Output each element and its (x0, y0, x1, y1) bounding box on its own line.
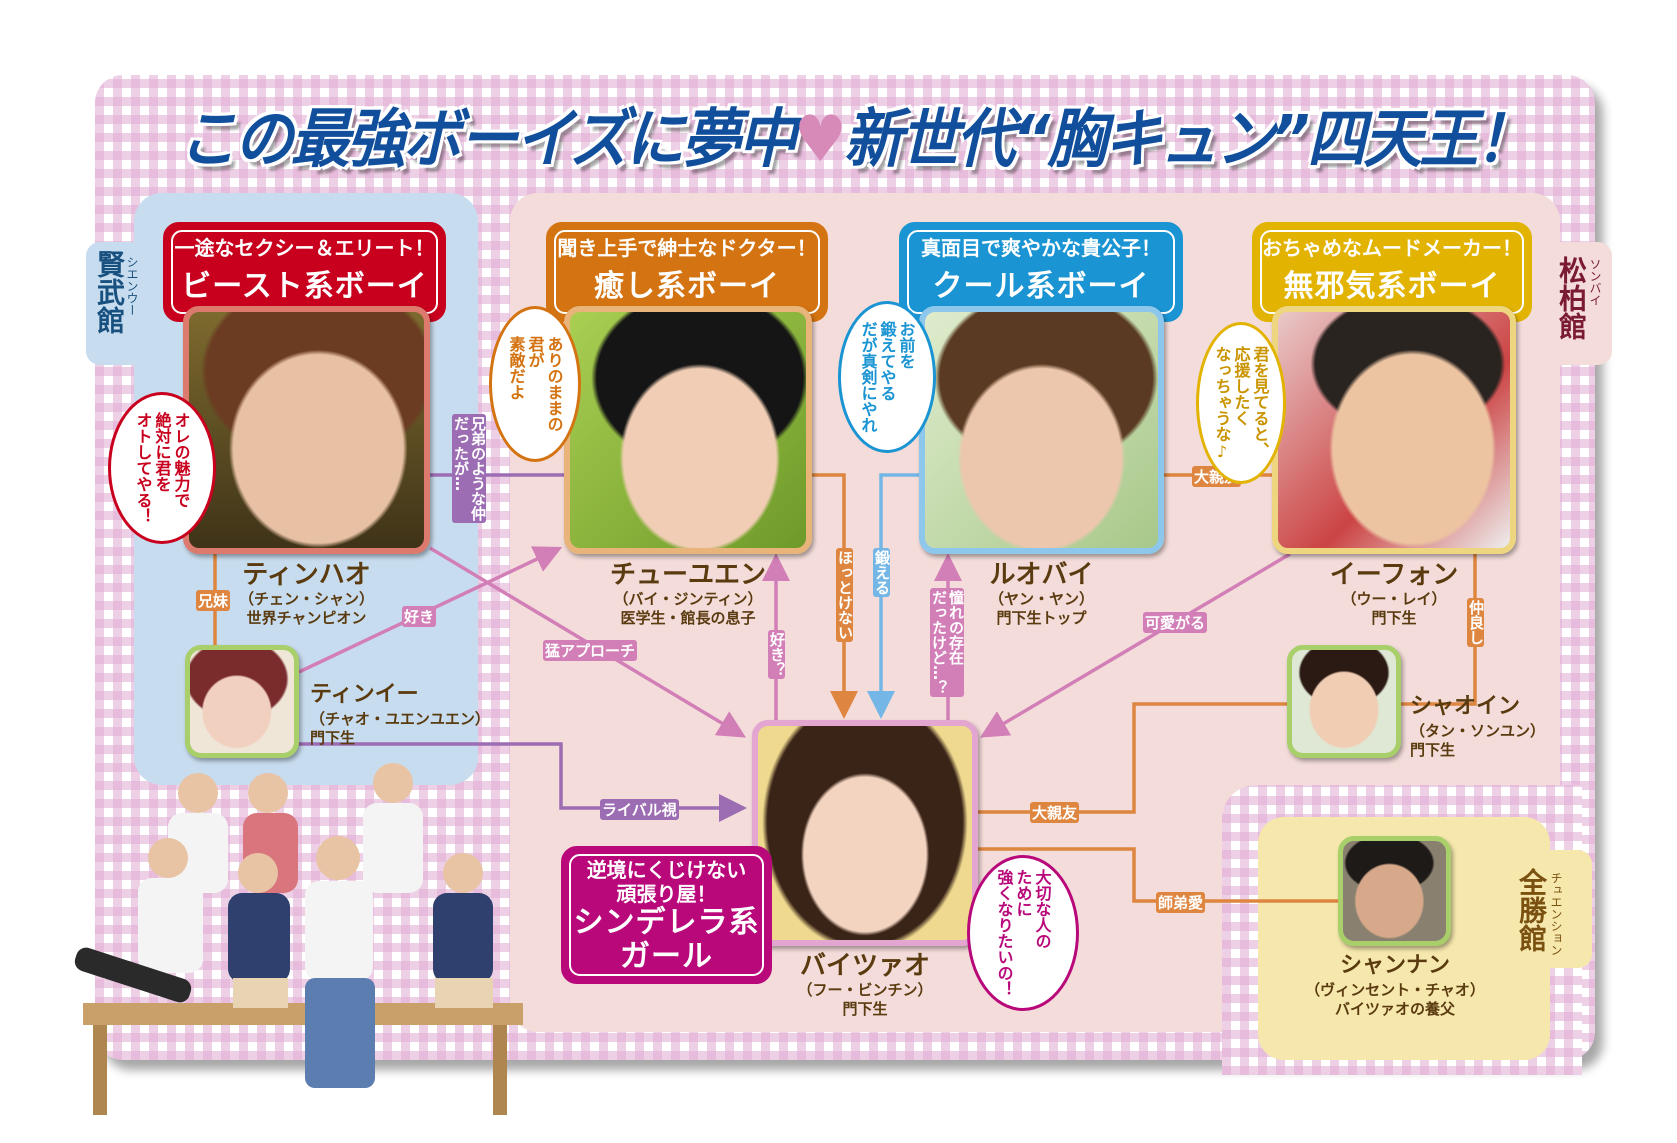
char-name: イーフォン (1329, 560, 1459, 590)
tagline: 真面目で爽やかな貴公子！ (921, 236, 1161, 260)
type: クール系ボーイ (932, 269, 1150, 304)
rel-label-baitsuao-xiangnan: 師弟愛 (1156, 892, 1206, 913)
type-label-innocent: おちゃめなムードメーカー！ 無邪気系ボーイ (1252, 222, 1532, 322)
rel-label-baitsuao-luobai: 憧れの存在 だったけど…？ (930, 588, 965, 697)
quote-bubble-chuyuen: ありのままの 君が 素敵だよ (489, 306, 581, 462)
char-name: ティンハオ (242, 560, 371, 590)
actor-name: （バイ・ジンティン） (613, 590, 763, 608)
rel-label-yifon-xiaoyin: 仲良し (1467, 598, 1485, 647)
actor-name: （チャオ・ユエンユエン） (310, 710, 490, 728)
actor-name: （タン・ソンユン） (1410, 722, 1546, 740)
tagline: 聞き上手で紳士なドクター！ (557, 236, 817, 260)
actor-name: （フー・ビンチン） (797, 981, 933, 999)
char-role: 門下生 (842, 1000, 888, 1018)
photo-luobai (919, 306, 1164, 554)
photo-yifon (1272, 306, 1516, 554)
char-role: 世界チャンピオン (246, 609, 367, 627)
rel-label-baitsuao-xiaoyin: 大親友 (1030, 802, 1080, 823)
photo-xiaoyin (1287, 645, 1401, 758)
char-name: ティンイー (310, 682, 419, 707)
rel-label-baitsuao-chuyuen: 好き？ (768, 630, 786, 679)
type: 癒し系ボーイ (594, 269, 780, 304)
photo-tingyi (185, 645, 299, 758)
quote-bubble-tinghao: オレの魅力で 絶対に君を オトしてやる！ (108, 392, 216, 544)
quote-bubble-yifon: 君を見てると、 応援したく なっちゃうな♪ (1196, 322, 1286, 484)
quote-text: 君を見てると、 応援したく なっちゃうな♪ (1212, 345, 1270, 461)
name-chuyuen: チューユエン （バイ・ジンティン） 医学生・館長の息子 (564, 560, 812, 628)
photo-chuyuen (564, 306, 812, 554)
rel-label-tingyi-baitsuao: ライバル視 (600, 799, 679, 820)
rel-label-tinghao-chuyuen: 兄弟のような仲 だったが… (452, 414, 487, 523)
quote-bubble-luobai: お前を 鍛えてやる だが真剣にやれ (838, 301, 936, 453)
type-label-cool: 真面目で爽やかな貴公子！ クール系ボーイ (899, 222, 1183, 322)
name-tinghao: ティンハオ （チェン・シャン） 世界チャンピオン (183, 560, 430, 628)
quote-text: ありのままの 君が 素敵だよ (506, 336, 564, 432)
title-text-2: 新世代“胸キュン”四天王！ (843, 103, 1534, 177)
photo-baitsuao (752, 720, 978, 946)
name-xiaoyin: シャオイン （タン・ソンユン） 門下生 (1410, 692, 1560, 760)
type-label-cinderella: 逆境にくじけない 頑張り屋！ シンデレラ系 ガール (561, 846, 772, 984)
char-role: 門下生 (310, 729, 356, 747)
actor-name: （ヴィンセント・チャオ） (1305, 981, 1485, 999)
title-text-1: この最強ボーイズに夢中 (178, 103, 796, 177)
char-name: バイツァオ (799, 951, 930, 981)
quote-bubble-baitsuao: 大切な人の ために 強くなりたいの！ (967, 855, 1079, 1011)
name-xiangnan: シャンナン （ヴィンセント・チャオ） バイツァオの養父 (1300, 951, 1490, 1019)
type-label-healing: 聞き上手で紳士なドクター！ 癒し系ボーイ (546, 222, 828, 322)
rel-label-tinghao-tingyi: 兄妹 (196, 590, 231, 611)
type: 無邪気系ボーイ (1283, 269, 1501, 304)
actor-name: （ウー・レイ） (1341, 590, 1447, 608)
school-xianwu-ruby: シエンウー (125, 256, 139, 316)
page-title: この最強ボーイズに夢中♥新世代“胸キュン”四天王！ (178, 100, 1534, 180)
actor-name: （チェン・シャン） (238, 590, 374, 608)
rel-label-luobai-baitsuao: 鍛える (873, 548, 891, 597)
rel-label-tingyi-chuyuen: 好き (402, 606, 437, 627)
school-songbai-ruby: ソンバイ (1588, 258, 1602, 306)
char-name: シャンナン (1339, 953, 1450, 978)
quote-text: オレの魅力で 絶対に君を オトしてやる！ (133, 412, 191, 524)
arrow-luobai-baitsuao (867, 473, 919, 719)
rel-label-chuyuen-baitsuao: ほっとけない (836, 548, 854, 642)
name-tingyi: ティンイー （チャオ・ユエンユエン） 門下生 (310, 680, 500, 748)
rel-label-tinghao-baitsuao: 猛アプローチ (543, 640, 638, 661)
char-role: 門下生トップ (996, 609, 1087, 627)
char-role: バイツァオの養父 (1334, 1000, 1455, 1018)
quote-text: お前を 鍛えてやる だが真剣にやれ (858, 321, 916, 433)
name-baitsuao: バイツァオ （フー・ビンチン） 門下生 (752, 951, 978, 1019)
line-baitsuao-xiangnan (978, 847, 1338, 903)
photo-xiangnan (1338, 836, 1451, 946)
name-luobai: ルオバイ （ヤン・ヤン） 門下生トップ (919, 560, 1164, 628)
cast-group-photo (74, 763, 523, 1115)
char-name: シャオイン (1410, 694, 1521, 719)
char-role: 医学生・館長の息子 (620, 609, 756, 627)
actor-name: （ヤン・ヤン） (988, 590, 1094, 608)
heart-icon: ♥ (793, 103, 847, 177)
school-xianwu: 賢武館 (93, 250, 126, 334)
arrow-yifon-baitsuao (979, 552, 1291, 738)
char-role: 門下生 (1371, 609, 1417, 627)
school-songbai: 松柏館 (1555, 256, 1588, 340)
type: シンデレラ系 ガール (573, 905, 760, 974)
char-name: ルオバイ (989, 560, 1094, 590)
quote-text: 大切な人の ために 強くなりたいの！ (994, 869, 1052, 997)
rel-label-yifon-baitsuao: 可愛がる (1143, 612, 1208, 633)
line-baitsuao-xiaoyin (978, 702, 1287, 814)
type-label-beast: 一途なセクシー＆エリート！ ビースト系ボーイ (163, 222, 446, 322)
school-quansheng-ruby: チュエンション (1549, 872, 1563, 956)
char-name: チューユエン (609, 560, 766, 590)
tagline: 逆境にくじけない 頑張り屋！ (586, 858, 747, 906)
photo-tinghao (183, 306, 430, 554)
school-quansheng: 全勝館 (1515, 868, 1548, 952)
char-role: 門下生 (1410, 741, 1456, 759)
name-yifon: イーフォン （ウー・レイ） 門下生 (1272, 560, 1516, 628)
tagline: 一途なセクシー＆エリート！ (174, 236, 435, 260)
tagline: おちゃめなムードメーカー！ (1262, 236, 1522, 260)
type: ビースト系ボーイ (181, 269, 428, 304)
